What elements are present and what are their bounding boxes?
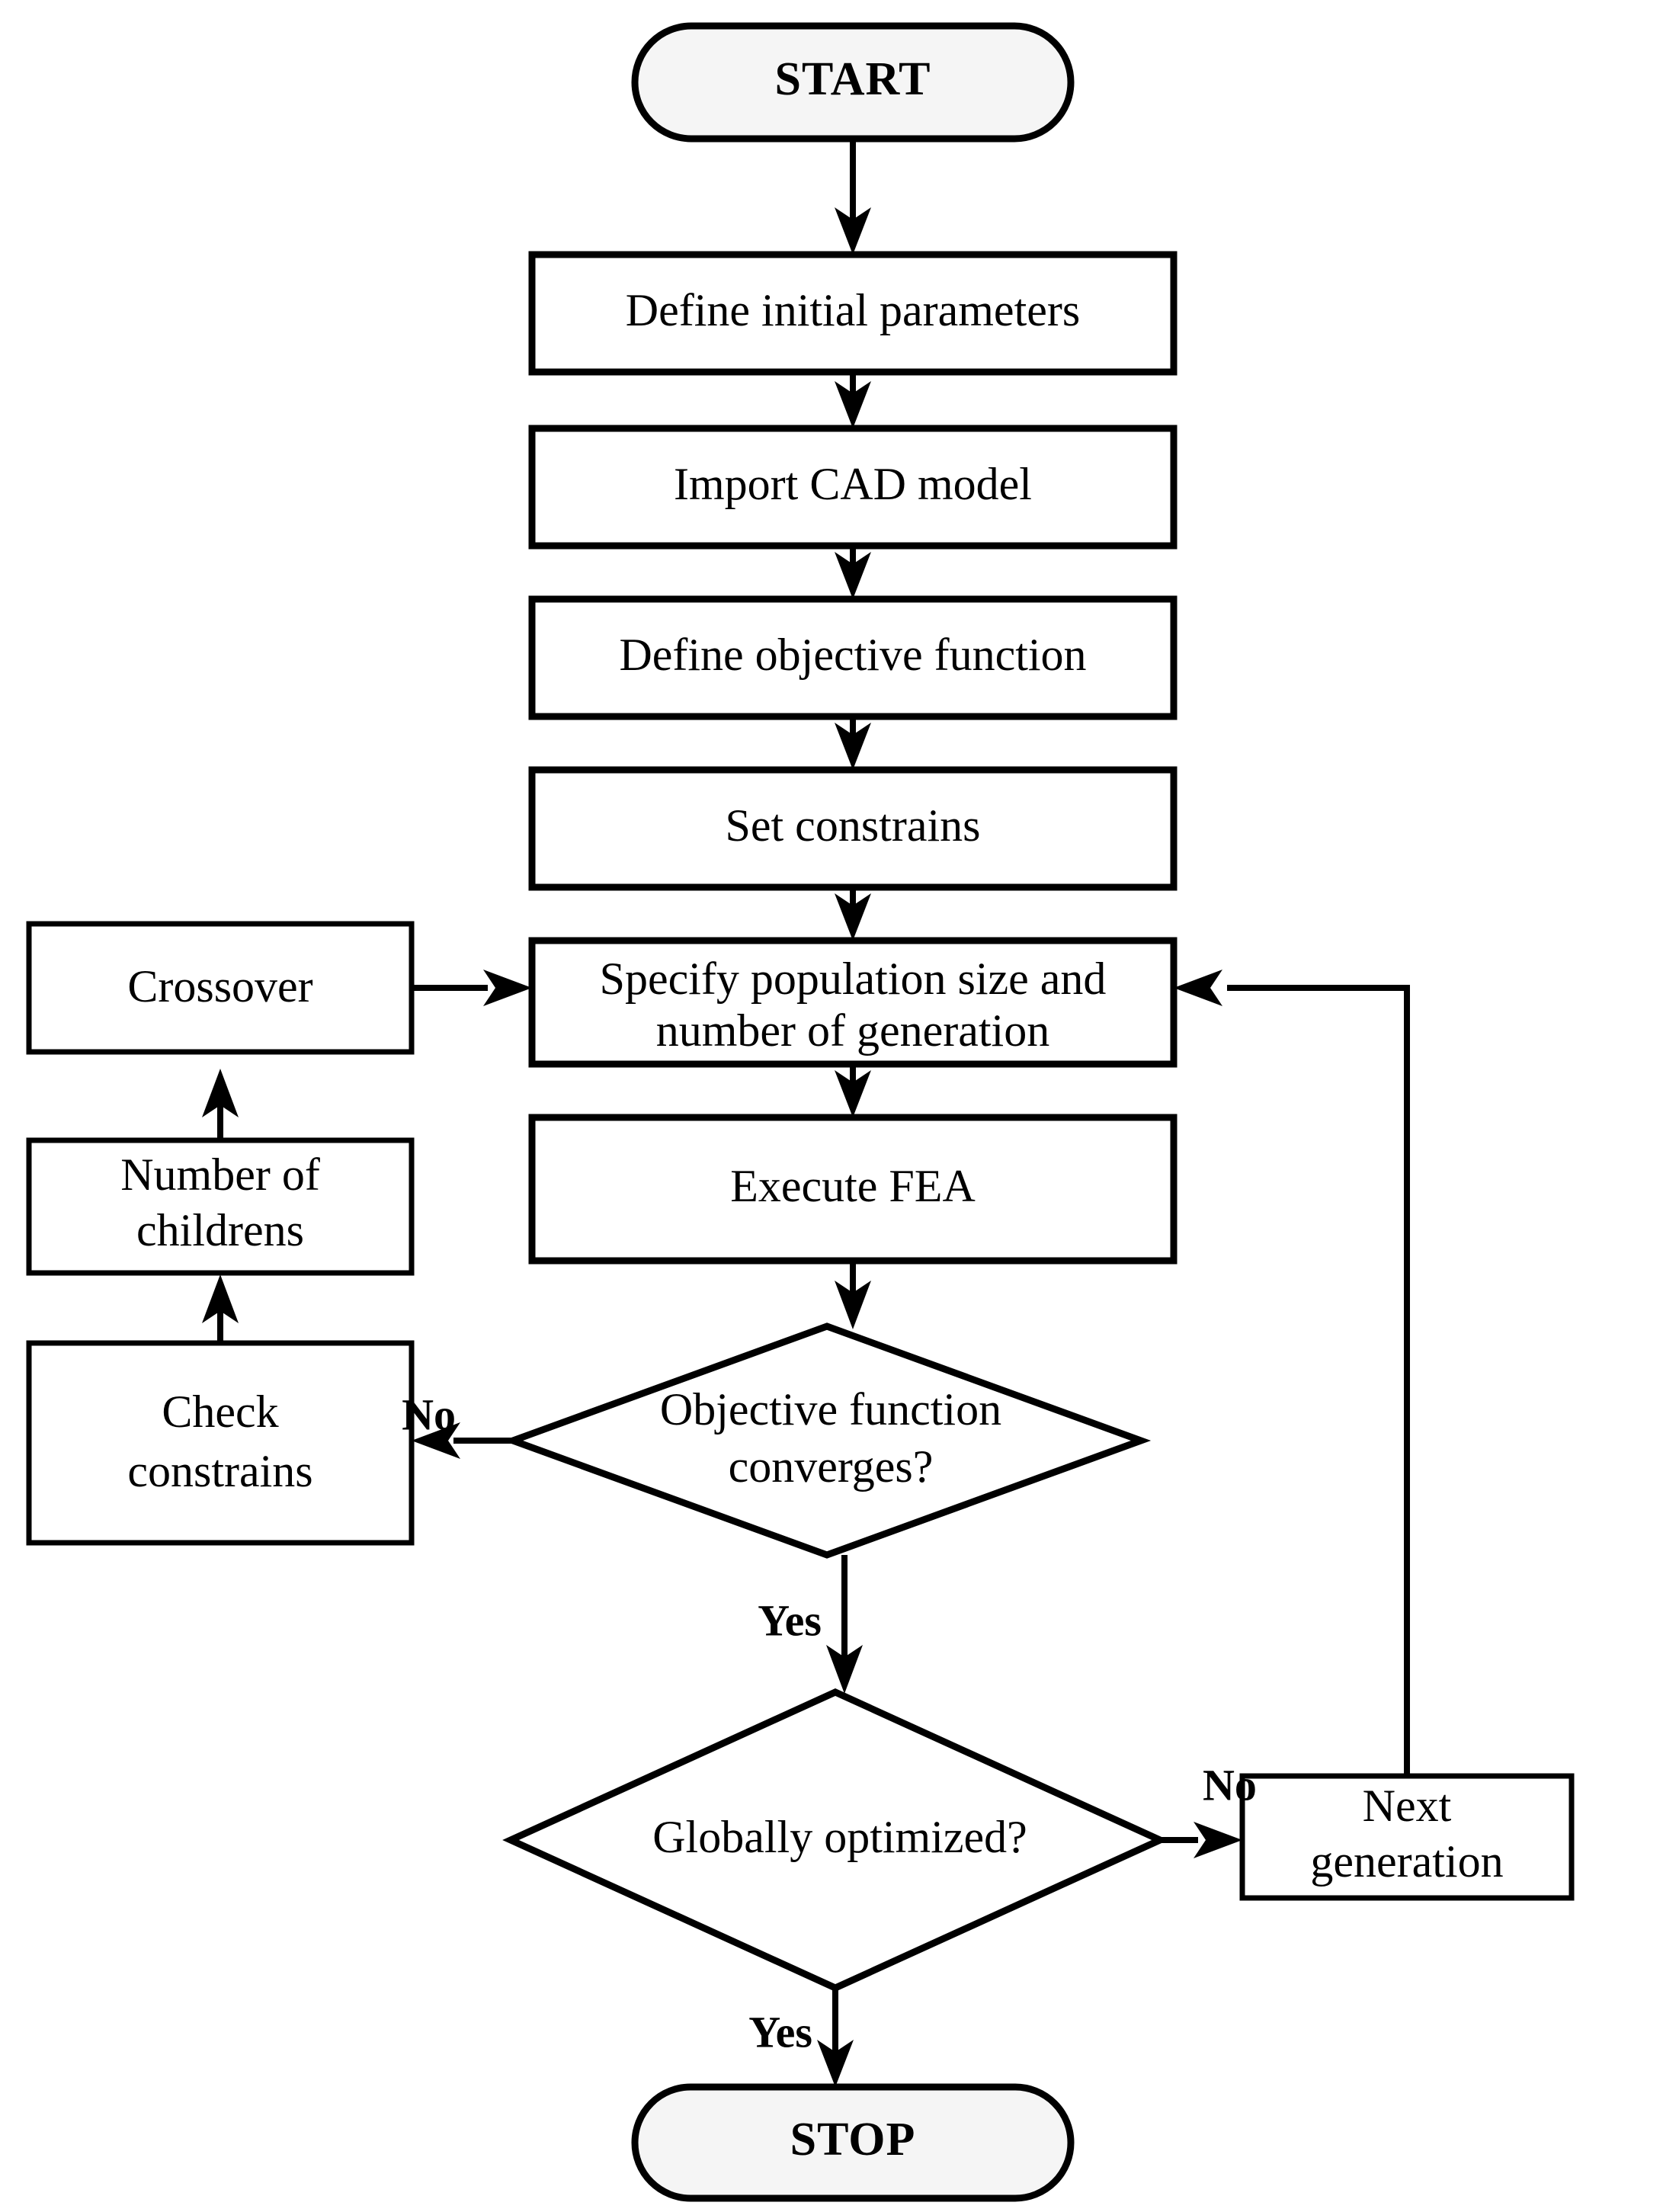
- node-check-constrains-label-line2: constrains: [127, 1446, 312, 1496]
- node-stop-label: STOP: [790, 2114, 916, 2166]
- node-define-initial-parameters[interactable]: Define initial parameters: [528, 251, 1178, 376]
- node-set-constrains[interactable]: Set constrains: [528, 766, 1178, 891]
- edge-label-converges-no: No: [402, 1390, 456, 1439]
- edge-crossover-to-specify-population: [412, 970, 532, 1006]
- edge-execute-fea-to-objective-converges: [835, 1261, 871, 1329]
- node-crossover[interactable]: Crossover: [26, 921, 415, 1055]
- node-number-of-childrens-label-line1: Number of: [120, 1149, 320, 1200]
- node-set-constrains-label: Set constrains: [726, 800, 981, 851]
- edge-set-constrains-to-specify-population: [835, 887, 871, 941]
- edge-check-constrains-to-number-of-childrens: [202, 1274, 239, 1343]
- node-globally-optimized-label: Globally optimized?: [652, 1812, 1027, 1862]
- node-globally-optimized-decision[interactable]: Globally optimized?: [502, 1688, 1168, 1992]
- node-next-generation-label-line2: generation: [1310, 1836, 1503, 1887]
- node-next-generation[interactable]: Next generation: [1239, 1773, 1575, 1901]
- edge-next-generation-to-specify-population: [1174, 970, 1410, 1776]
- node-define-objective-function-label: Define objective function: [619, 630, 1086, 680]
- node-import-cad-model-label: Import CAD model: [674, 459, 1032, 509]
- edge-objective-converges-no-to-check-constrains: [412, 1422, 512, 1459]
- node-next-generation-label-line1: Next: [1363, 1781, 1452, 1831]
- node-stop[interactable]: STOP: [631, 2083, 1075, 2202]
- edge-label-converges-yes: Yes: [758, 1595, 822, 1645]
- node-number-of-childrens-label-line2: childrens: [136, 1205, 304, 1255]
- edge-define-parameters-to-import-cad: [835, 372, 871, 428]
- node-start[interactable]: START: [631, 22, 1075, 143]
- edge-import-cad-to-define-objective: [835, 546, 871, 599]
- edge-specify-population-to-execute-fea: [835, 1064, 871, 1117]
- edge-start-to-define-parameters: [835, 137, 871, 255]
- node-objective-converges-label-line1: Objective function: [660, 1384, 1001, 1435]
- edge-number-of-childrens-to-crossover: [202, 1069, 239, 1140]
- node-define-initial-parameters-label: Define initial parameters: [626, 285, 1080, 335]
- node-import-cad-model[interactable]: Import CAD model: [528, 425, 1178, 550]
- edge-define-objective-to-set-constrains: [835, 716, 871, 770]
- node-execute-fea[interactable]: Execute FEA: [528, 1114, 1178, 1265]
- node-objective-converges-decision[interactable]: Objective function converges?: [502, 1322, 1152, 1559]
- edge-objective-converges-yes-to-globally-optimized: [826, 1555, 863, 1694]
- node-check-constrains[interactable]: Check constrains: [26, 1340, 415, 1546]
- node-specify-population[interactable]: Specify population size and number of ge…: [528, 937, 1178, 1068]
- node-specify-population-label-line1: Specify population size and: [600, 954, 1107, 1004]
- node-define-objective-function[interactable]: Define objective function: [528, 595, 1178, 720]
- node-start-label: START: [775, 53, 931, 105]
- node-number-of-childrens[interactable]: Number of childrens: [26, 1137, 415, 1276]
- node-objective-converges-label-line2: converges?: [729, 1441, 934, 1492]
- edge-globally-optimized-yes-to-stop: [817, 1988, 854, 2087]
- node-check-constrains-label-line1: Check: [162, 1387, 278, 1437]
- edge-label-optimized-no: No: [1203, 1760, 1257, 1810]
- node-crossover-label: Crossover: [127, 961, 312, 1011]
- node-specify-population-label-line2: number of generation: [656, 1005, 1049, 1056]
- edge-label-optimized-yes: Yes: [748, 2007, 812, 2057]
- node-execute-fea-label: Execute FEA: [730, 1161, 976, 1211]
- edge-globally-optimized-no-to-next-generation: [1160, 1822, 1242, 1858]
